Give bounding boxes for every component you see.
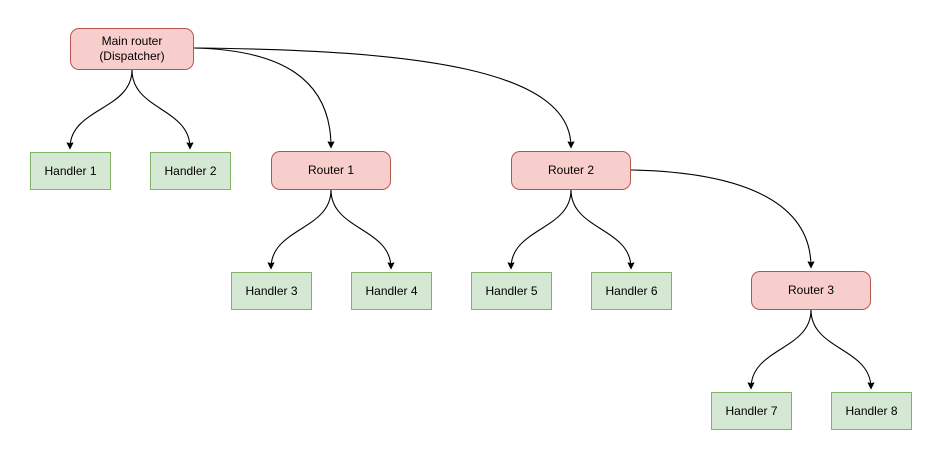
node-handler-8[interactable]: Handler 8 [831, 392, 912, 430]
node-label-handler-2: Handler 2 [164, 163, 217, 178]
node-handler-5[interactable]: Handler 5 [471, 272, 552, 310]
edge-main-router-to-handler-1 [70, 69, 133, 148]
edge-main-router-to-router-1 [193, 47, 331, 147]
node-handler-4[interactable]: Handler 4 [351, 272, 432, 310]
node-label-handler-7: Handler 7 [725, 403, 778, 418]
edge-router-1-to-handler-4 [330, 189, 391, 268]
node-label-main-router: Main router (Dispatcher) [99, 34, 165, 63]
node-label-handler-6: Handler 6 [605, 283, 658, 298]
node-router-1[interactable]: Router 1 [271, 151, 391, 190]
edge-router-3-to-handler-7 [751, 309, 812, 388]
edge-main-router-to-handler-2 [131, 69, 190, 148]
node-handler-6[interactable]: Handler 6 [591, 272, 672, 310]
node-handler-3[interactable]: Handler 3 [231, 272, 312, 310]
node-label-handler-5: Handler 5 [485, 283, 538, 298]
node-label-handler-3: Handler 3 [245, 283, 298, 298]
node-router-3[interactable]: Router 3 [751, 271, 871, 310]
node-handler-7[interactable]: Handler 7 [711, 392, 792, 430]
edge-router-2-to-router-3 [630, 169, 811, 267]
node-main-router[interactable]: Main router (Dispatcher) [70, 28, 194, 70]
node-label-handler-1: Handler 1 [44, 163, 97, 178]
node-handler-2[interactable]: Handler 2 [150, 152, 231, 190]
node-label-router-1: Router 1 [307, 163, 355, 177]
node-label-handler-4: Handler 4 [365, 283, 418, 298]
edge-router-1-to-handler-3 [271, 189, 332, 268]
node-label-router-3: Router 3 [787, 283, 835, 297]
node-label-router-2: Router 2 [547, 163, 595, 177]
edge-router-2-to-handler-5 [511, 189, 572, 268]
node-label-handler-8: Handler 8 [845, 403, 898, 418]
edge-router-2-to-handler-6 [570, 189, 631, 268]
node-router-2[interactable]: Router 2 [511, 151, 631, 190]
edge-router-3-to-handler-8 [810, 309, 871, 388]
edge-main-router-to-router-2 [193, 47, 571, 147]
node-handler-1[interactable]: Handler 1 [30, 152, 111, 190]
